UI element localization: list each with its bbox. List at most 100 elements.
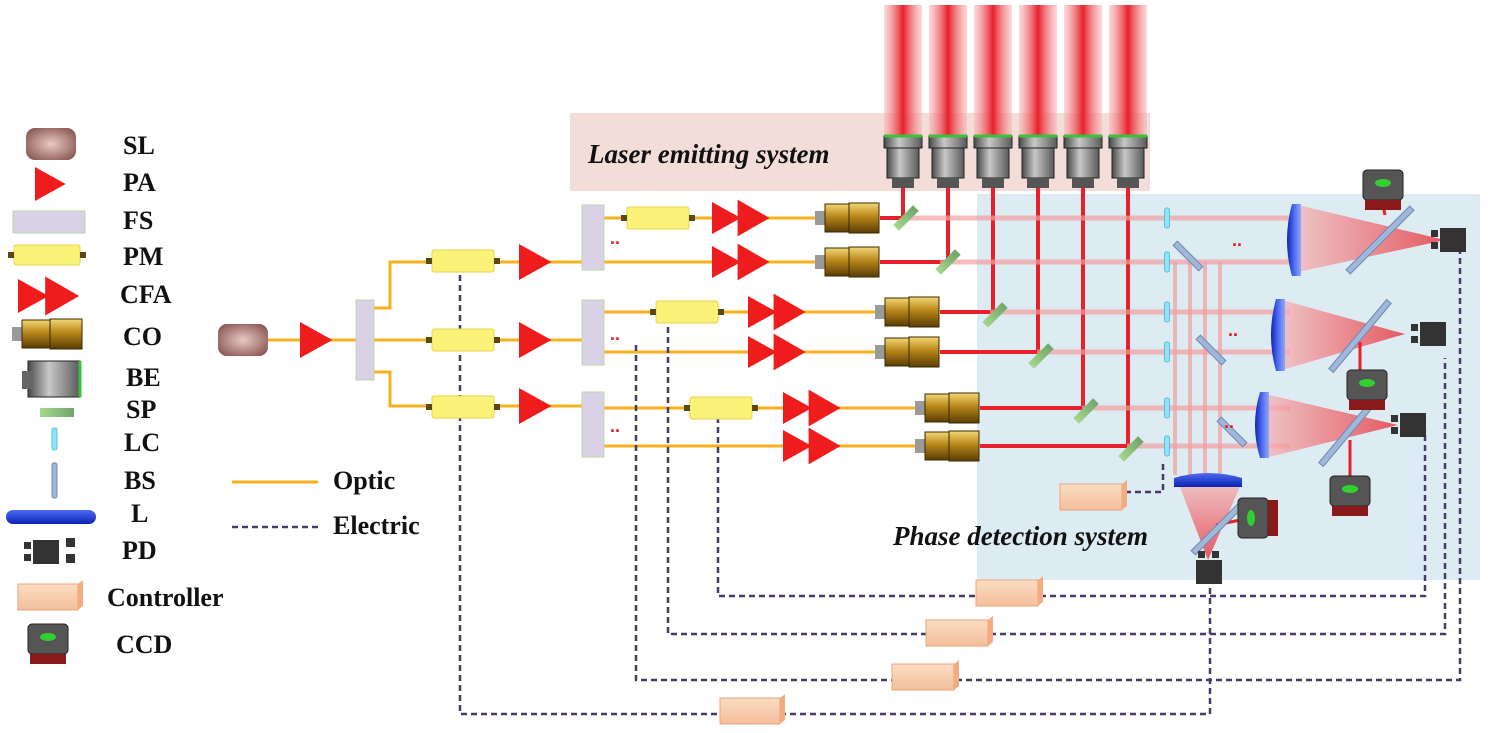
ccd-base: [30, 654, 66, 664]
beam-expander-bottom: [1072, 178, 1094, 188]
lens-cell-icon: [1164, 207, 1170, 229]
beam-expander-top: [883, 135, 923, 149]
photodetector-icon: [24, 540, 59, 564]
legend-label-l: L: [131, 499, 148, 528]
fiber-splitter-body: [12, 210, 86, 234]
photodetector-icon: [1391, 413, 1426, 437]
controller-icon: [719, 694, 785, 725]
beam-expander-icon: [1018, 134, 1058, 188]
modulator-port-left: [684, 405, 690, 411]
amplifier-stage-2: [773, 333, 806, 371]
sampling-plate-body: [1118, 436, 1144, 462]
collimator-tip: [875, 305, 885, 319]
lens-cell-body: [1164, 435, 1170, 457]
photodetector-pin: [1411, 336, 1418, 343]
controller-body: [975, 579, 1039, 607]
controller-side: [1038, 576, 1043, 606]
amplifier-stage-1: [783, 392, 812, 424]
collimator-barrel-2: [908, 336, 940, 368]
ccd-base: [1268, 500, 1278, 536]
beam-expander-icon: [22, 360, 82, 398]
collimator-icon: [915, 392, 980, 424]
controller-body: [719, 697, 781, 725]
output-beam-3: [974, 5, 1012, 140]
modulator-port-right: [752, 405, 758, 411]
cascaded-fiber-amplifier-icon: [712, 243, 770, 281]
ccd-camera-icon: [1346, 369, 1388, 410]
ccd-camera-icon: [1237, 497, 1278, 539]
preamplifier-icon: [300, 322, 333, 358]
fiber-splitter-icon: [355, 299, 375, 381]
fiber-splitter-icon: [581, 204, 605, 271]
controller-body: [891, 663, 955, 691]
electric-line: [634, 345, 892, 682]
lens-icon: [6, 510, 96, 524]
beam-expander-icon: [1063, 134, 1103, 188]
preamplifier-triangle: [519, 322, 552, 358]
ccd-base: [1332, 506, 1368, 516]
ccd-sensor: [1375, 179, 1391, 187]
fiber-splitter-icon: [581, 299, 605, 366]
beam-expander-middle: [976, 147, 1010, 179]
phase-modulator-body: [431, 328, 495, 352]
output-beam-4: [1019, 5, 1057, 140]
electric-line: [780, 582, 1212, 716]
photodetector-pin: [1391, 427, 1398, 434]
lens-cell-body: [1164, 207, 1170, 229]
beam-expander-bottom: [1117, 178, 1139, 188]
ellipsis-dots: ..: [610, 324, 620, 344]
beam-splitter-body: [1195, 334, 1227, 366]
phase-modulator-icon: [426, 328, 500, 352]
amplifier-stage-2: [737, 243, 770, 281]
amplifier-stage-1: [18, 279, 49, 313]
sampling-plate-body: [935, 249, 961, 275]
focus-cone: [1178, 482, 1242, 560]
ccd-sensor: [40, 633, 56, 641]
legend-label-sl: SL: [123, 131, 155, 160]
photodetector-icon: [66, 538, 75, 563]
electric-line: [458, 275, 720, 716]
lens-body: [1174, 473, 1242, 487]
fiber-splitter-body: [581, 299, 605, 366]
phase-modulator-body: [655, 300, 719, 324]
beam-expander-icon: [973, 134, 1013, 188]
collimator-tip: [915, 401, 925, 415]
photodetector-pin: [1198, 551, 1205, 558]
beam-expander-top: [1063, 135, 1103, 149]
modulator-port-left: [426, 337, 432, 343]
preamplifier-triangle: [35, 167, 66, 201]
preamplifier-triangle: [519, 244, 552, 280]
collimator-tip: [815, 211, 825, 225]
beam-splitter-icon: [1172, 240, 1204, 272]
modulator-port-right: [718, 309, 724, 315]
beam-splitter-icon: [51, 462, 58, 499]
preamplifier-icon: [519, 244, 552, 280]
photodetector-pin: [24, 542, 31, 549]
amplifier-stage-1: [748, 296, 777, 328]
beam-splitter-icon: [1328, 298, 1392, 374]
beam-expander-top: [928, 135, 968, 149]
laser-emitting-system-label: Laser emitting system: [587, 139, 829, 169]
beam-expander-middle: [1021, 147, 1055, 179]
modulator-port-right: [689, 215, 695, 221]
lens-body: [1271, 299, 1285, 371]
fiber-splitter-body: [581, 391, 605, 458]
sampling-plate-body: [982, 302, 1008, 328]
preamplifier-triangle: [300, 322, 333, 358]
focus-cone: [1282, 300, 1405, 370]
beam-splitter-icon: [1216, 416, 1248, 448]
amplifier-stage-2: [737, 199, 770, 237]
controller-body: [925, 619, 989, 647]
legend-label-ccd: CCD: [116, 630, 172, 659]
ellipsis-dots: ..: [1224, 412, 1234, 432]
seed-laser-icon: [26, 128, 76, 160]
amplifier-stage-1: [712, 202, 741, 234]
cascaded-fiber-amplifier-icon: [783, 427, 841, 465]
lens-icon: [1255, 392, 1269, 458]
collimator-icon: [915, 430, 980, 462]
collimator-barrel-1: [924, 431, 950, 461]
sampling-plate-icon: [1028, 343, 1054, 369]
fiber-splitter-icon: [581, 391, 605, 458]
electric-line: [1040, 430, 1427, 598]
